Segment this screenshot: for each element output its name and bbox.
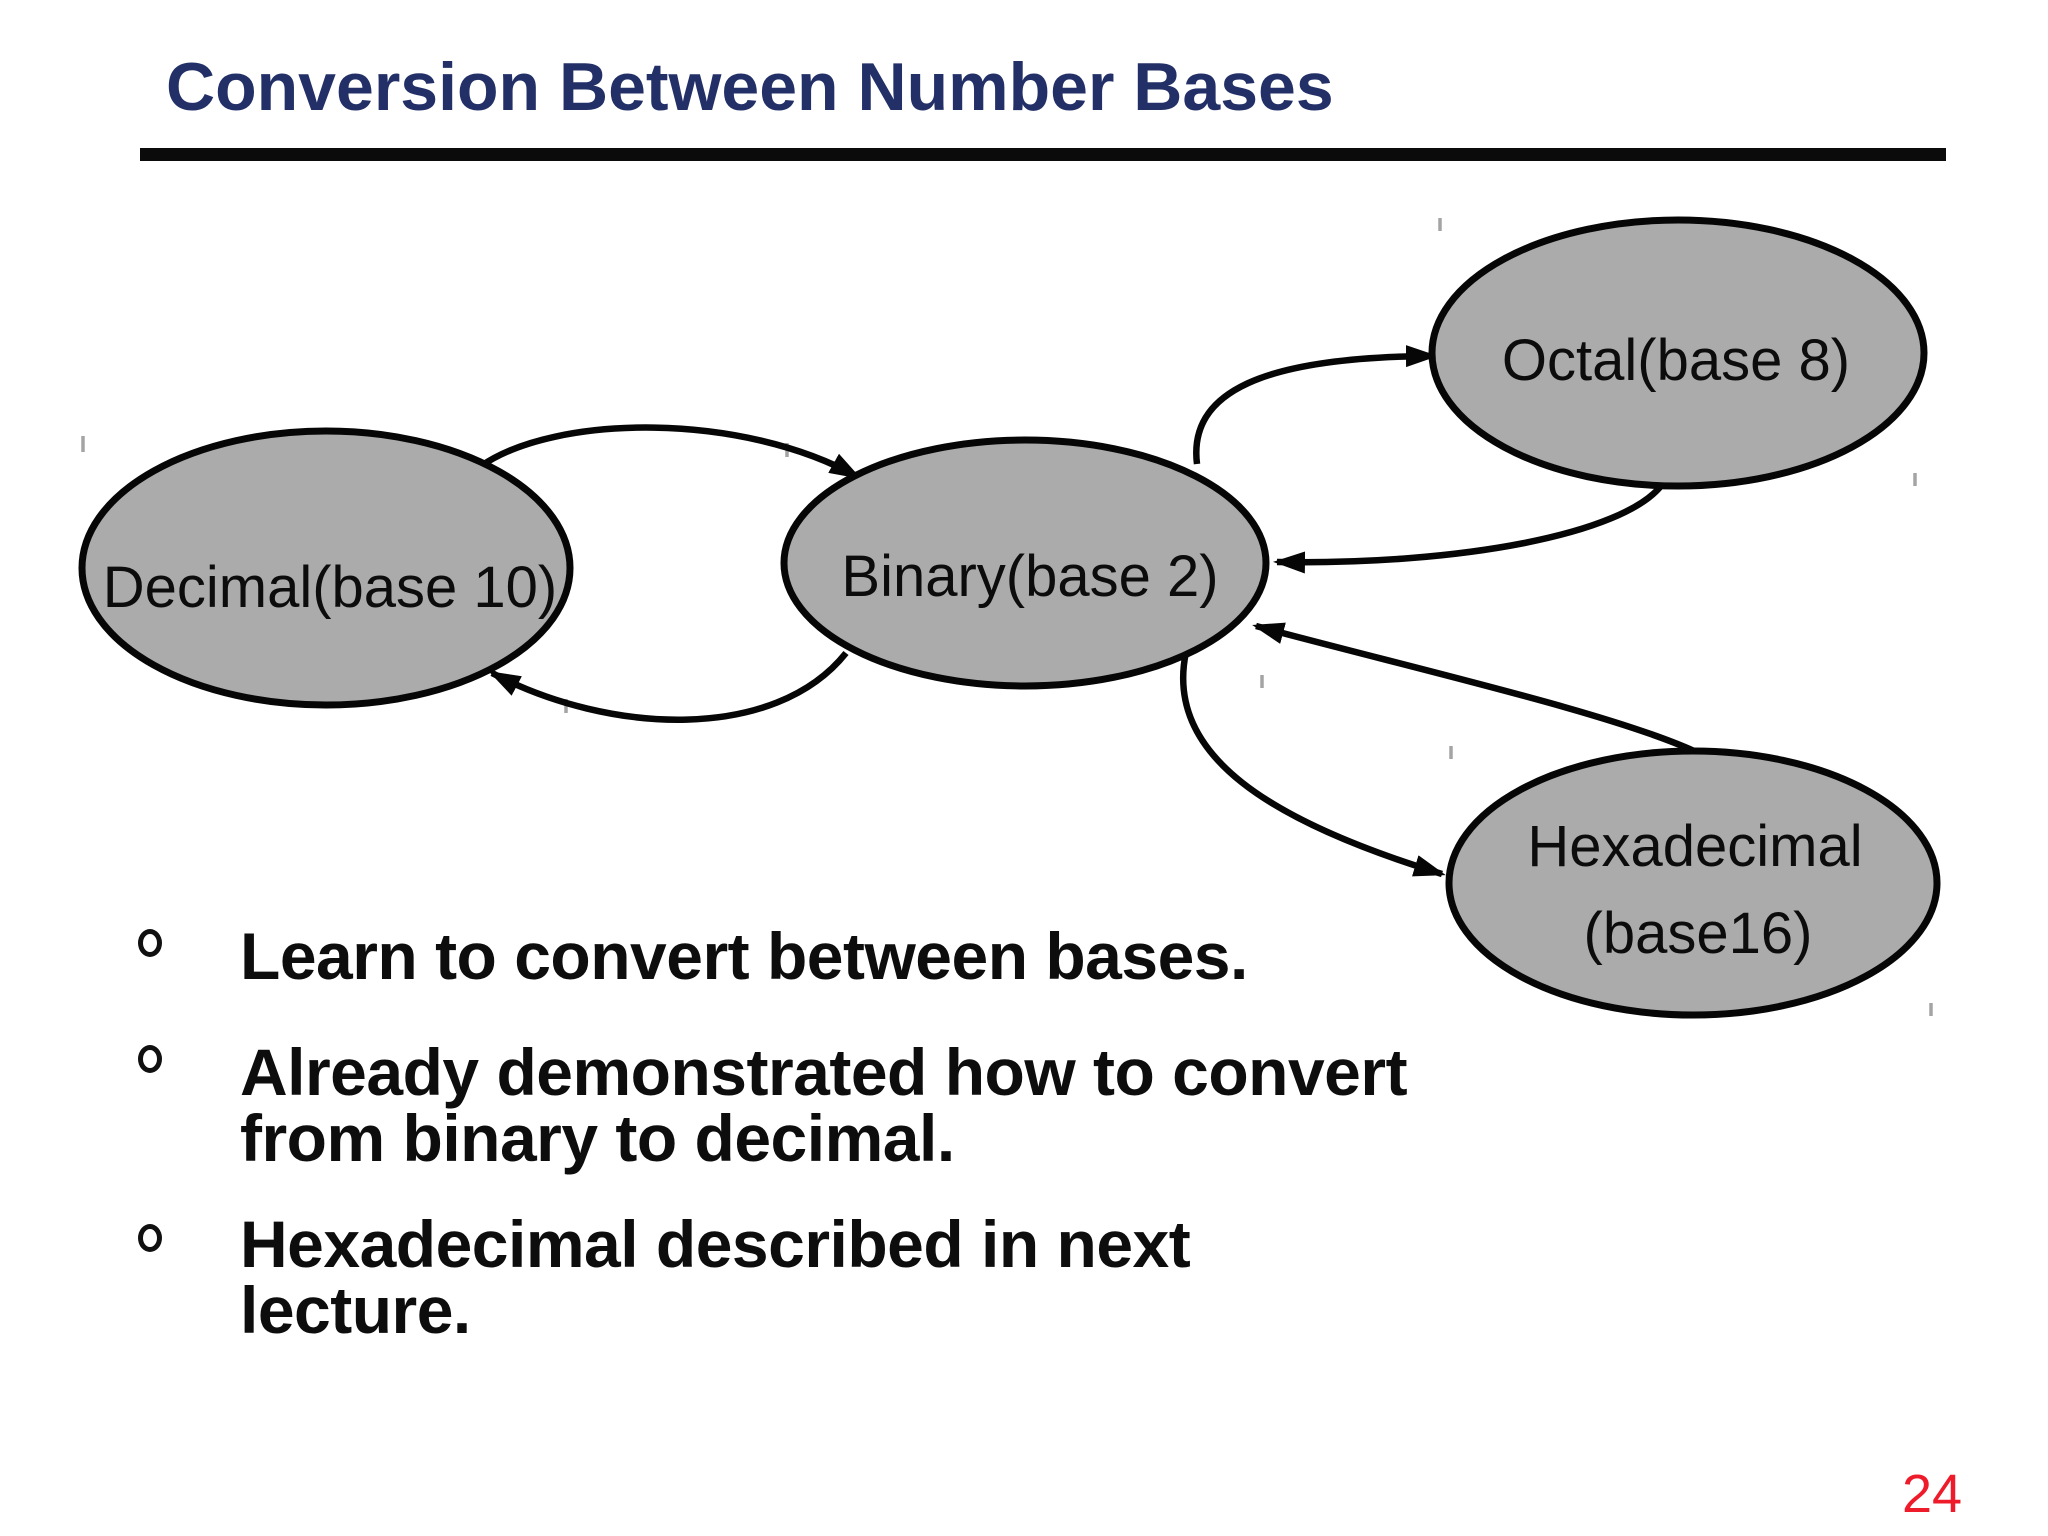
arrow-octal-to-binary: [1273, 483, 1664, 574]
node-decimal-ellipse: [78, 427, 574, 709]
node-octal-ellipse: [1428, 216, 1928, 490]
bullet-text: Learn to convert between bases.: [240, 923, 1248, 989]
arrow-binary-to-hexadecimal: [1179, 651, 1446, 878]
node-hexadecimal-label-line2: (base16): [1584, 901, 1813, 966]
node-hexadecimal-ellipse: [1445, 747, 1941, 1019]
degree-circle-marker-icon: [138, 1045, 162, 1073]
node-binary-label: Binary(base 2): [841, 544, 1218, 609]
page-title: Conversion Between Number Bases: [166, 49, 1334, 125]
title-underline: [140, 148, 1946, 161]
degree-circle-marker-icon: [138, 929, 162, 957]
degree-circle-marker-icon: [138, 1224, 162, 1252]
node-binary-ellipse: [780, 436, 1270, 690]
node-decimal-label: Decimal(base 10): [103, 555, 558, 620]
bullet-text: Already demonstrated how to convert from…: [240, 1035, 1408, 1175]
bullet-line: Hexadecimal described in next: [240, 1207, 1191, 1281]
node-octal-label: Octal(base 8): [1502, 328, 1850, 393]
bullet-line: Already demonstrated how to convert: [240, 1035, 1408, 1109]
arrow-hexadecimal-to-binary: [1252, 622, 1696, 754]
bullet-line: lecture.: [240, 1273, 471, 1347]
bullet-line: from binary to decimal.: [240, 1101, 955, 1175]
bullet-text: Hexadecimal described in next lecture.: [240, 1207, 1191, 1347]
arrow-binary-to-octal: [1193, 345, 1438, 465]
arrow-decimal-to-binary: [479, 424, 862, 480]
arrow-binary-to-decimal: [488, 650, 849, 723]
page-number: 24: [1902, 1464, 1963, 1524]
node-hexadecimal-label-line1: Hexadecimal: [1527, 814, 1862, 879]
bullet-line: Learn to convert between bases.: [240, 919, 1248, 993]
